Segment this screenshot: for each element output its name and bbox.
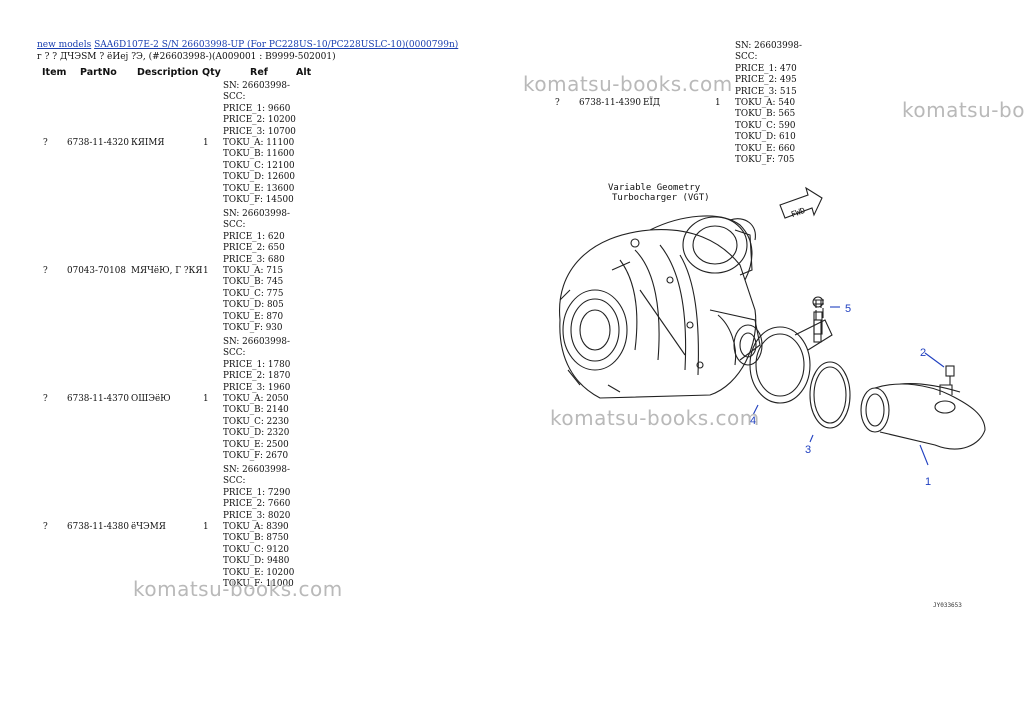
column-header-qty: Qty xyxy=(202,67,221,78)
callout-2: 2 xyxy=(920,347,926,359)
row-item: ? xyxy=(43,522,48,532)
breadcrumb-link-model[interactable]: SAA6D107E-2 S/N 26603998-UP (For PC228US… xyxy=(94,40,459,50)
row-partno: 07043-70108 xyxy=(67,266,126,276)
row-item: ? xyxy=(43,138,48,148)
diagram-code: JY033653 xyxy=(933,602,962,609)
row-partno: 6738-11-4390 xyxy=(579,98,641,108)
row-description: ёЧЭМЯ xyxy=(131,522,166,532)
watermark: komatsu-books.com xyxy=(523,72,733,96)
row-description: ЕЇД xyxy=(643,98,661,108)
elbow-tube-drawing xyxy=(860,382,986,450)
row-info: SN: 26603998- SCC: PRICE_1: 1780 PRICE_2… xyxy=(223,337,291,462)
fwd-arrow-icon xyxy=(779,186,823,219)
clamp-drawing xyxy=(749,308,833,404)
row-description: ОШЭёЮ xyxy=(131,394,171,404)
row-qty: 1 xyxy=(715,98,721,108)
page-subtitle: г ? ? ДЧЭSМ ? ёИеj ?Э, (#26603998-)(A009… xyxy=(37,52,336,62)
column-header-ref: Ref xyxy=(250,67,268,78)
column-header-alt: Alt xyxy=(296,67,312,78)
row-partno: 6738-11-4380 xyxy=(67,522,129,532)
row-item: ? xyxy=(43,394,48,404)
row-qty: 1 xyxy=(203,522,209,532)
column-header-item: Item xyxy=(42,67,67,78)
row-description: МЯЧёЮ, Г ?КЯ xyxy=(131,266,203,276)
fwd-label: FWD xyxy=(790,206,807,219)
row-info: SN: 26603998- SCC: PRICE_1: 620 PRICE_2:… xyxy=(223,209,290,334)
diagram-title-line2: Turbocharger (VGT) xyxy=(612,193,710,203)
seal-ring-drawing xyxy=(809,361,851,429)
bolt-drawing xyxy=(812,296,824,343)
small-bolt-drawing xyxy=(945,365,955,385)
callout-5: 5 xyxy=(845,303,851,315)
row-qty: 1 xyxy=(203,394,209,404)
row-partno: 6738-11-4320 xyxy=(67,138,129,148)
column-header-partno: PartNo xyxy=(80,67,117,78)
row-item: ? xyxy=(43,266,48,276)
turbocharger-drawing xyxy=(558,215,763,399)
row-info: SN: 26603998- SCC: PRICE_1: 7290 PRICE_2… xyxy=(223,465,295,590)
callout-4: 4 xyxy=(750,415,756,427)
watermark: komatsu-books.com xyxy=(902,98,1024,122)
row-partno: 6738-11-4370 xyxy=(67,394,129,404)
diagram-title-line1: Variable Geometry xyxy=(608,183,701,193)
row-qty: 1 xyxy=(203,266,209,276)
watermark: komatsu-books.com xyxy=(550,406,760,430)
breadcrumb: new models SAA6D107E-2 S/N 26603998-UP (… xyxy=(37,40,458,50)
row-info: SN: 26603998- SCC: PRICE_1: 9660 PRICE_2… xyxy=(223,81,296,206)
callout-1: 1 xyxy=(925,476,931,488)
parts-diagram: Variable Geometry Turbocharger (VGT) FWD… xyxy=(558,183,986,609)
row-info: SN: 26603998- SCC: PRICE_1: 470 PRICE_2:… xyxy=(735,41,802,166)
column-header-description: Description xyxy=(137,67,199,78)
row-item: ? xyxy=(555,98,560,108)
watermark: komatsu-books.com xyxy=(133,577,343,601)
row-qty: 1 xyxy=(203,138,209,148)
callout-3: 3 xyxy=(805,444,811,456)
breadcrumb-link-new-models[interactable]: new models xyxy=(37,40,92,50)
row-description: КЯIМЯ xyxy=(131,138,165,148)
